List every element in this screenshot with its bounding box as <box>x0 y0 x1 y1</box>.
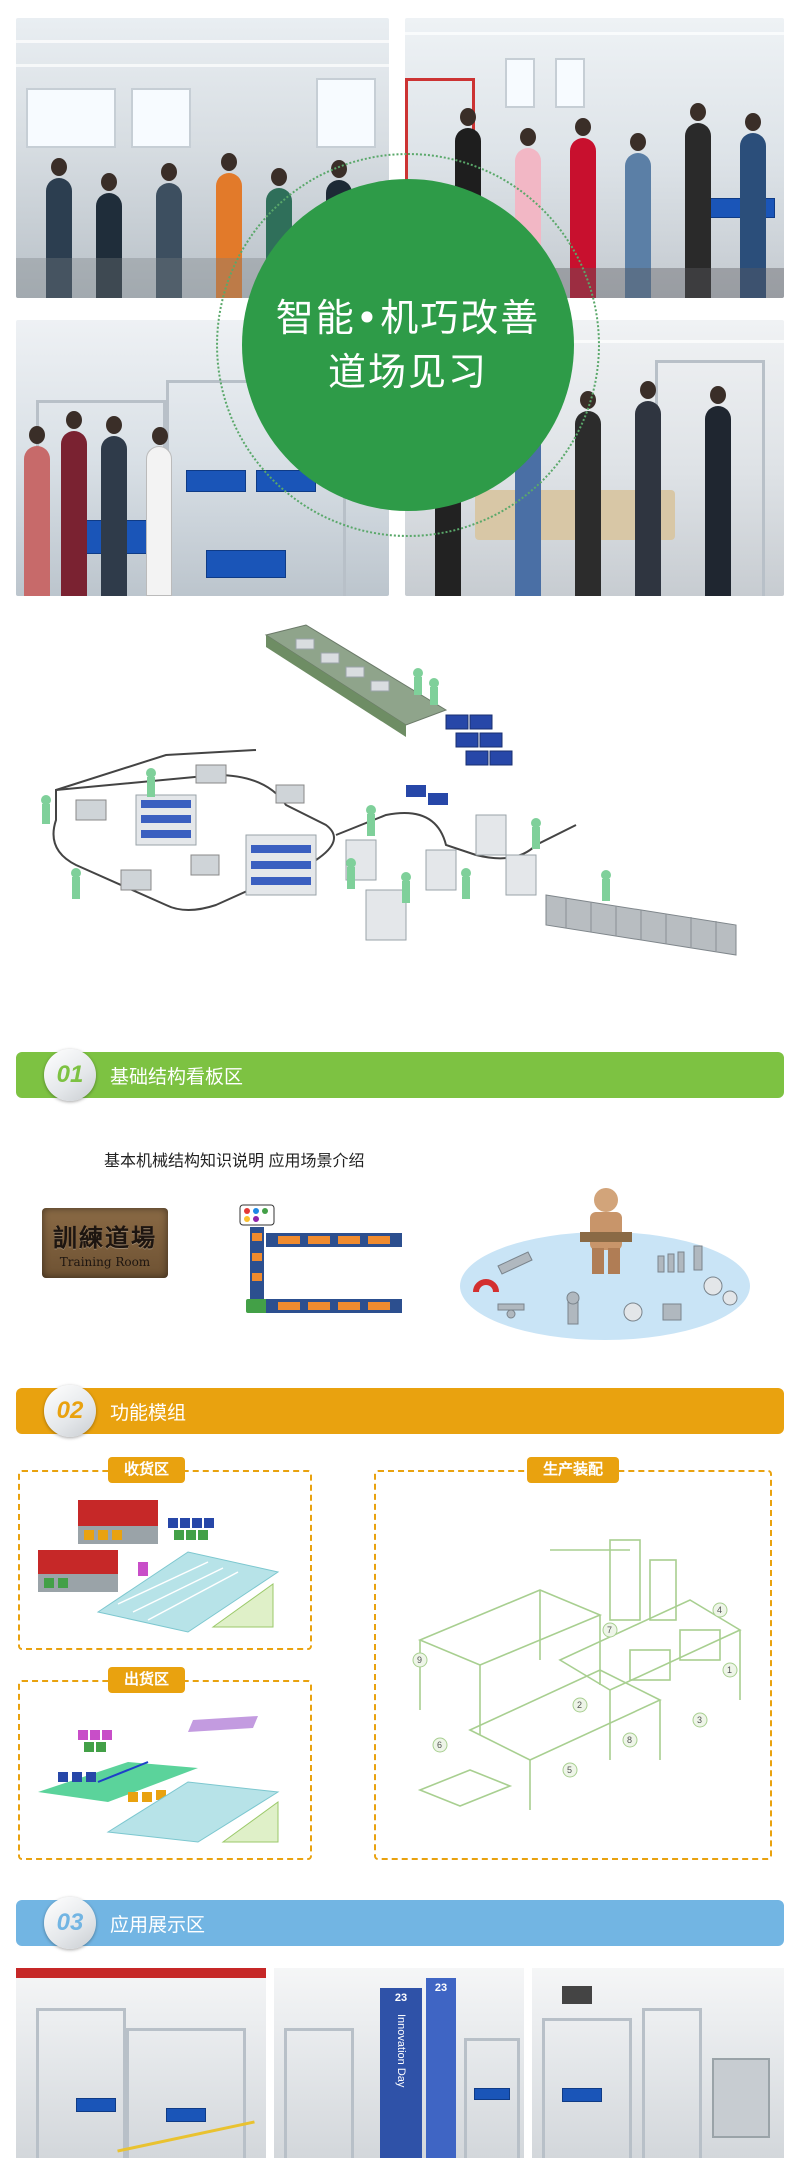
photo-rack-training <box>16 320 389 596</box>
showcase-photo-1 <box>16 1968 266 2158</box>
ship-area-illustration <box>38 1716 280 1843</box>
assembly-line-illustration: 1 2 3 4 5 6 7 8 9 <box>412 1539 742 1810</box>
svg-text:3: 3 <box>697 1715 702 1725</box>
mechanism-structure-diagram <box>239 1204 402 1313</box>
svg-text:9: 9 <box>417 1655 422 1665</box>
showcase-photo-3 <box>532 1968 784 2158</box>
svg-text:2: 2 <box>577 1700 582 1710</box>
hero-circle-ring <box>216 153 600 537</box>
delivery-truck-2 <box>38 1550 118 1592</box>
innovation-pillar-2: 23 <box>426 1978 456 2158</box>
svg-text:4: 4 <box>717 1605 722 1615</box>
right-assembly-cell <box>335 785 737 956</box>
mechanism-parts <box>497 1245 738 1325</box>
innovation-pillar-1: 23 Innovation Day <box>380 1988 422 2158</box>
sign-chinese-text: 訓練道場 <box>53 1222 157 1252</box>
receive-area-tag: 收货区 <box>108 1457 186 1483</box>
hero-title-line2: 道场见习 <box>327 350 488 394</box>
robot-mechanism-oval <box>460 1188 750 1340</box>
section-title: 基础结构看板区 <box>110 1066 244 1088</box>
hero-title-line1: 智能•机巧改善 <box>275 296 541 340</box>
svg-text:5: 5 <box>567 1765 572 1775</box>
svg-text:8: 8 <box>627 1735 632 1745</box>
factory-isometric-illustration <box>41 624 737 956</box>
assembly-callouts: 1 2 3 4 5 6 7 8 9 <box>412 1602 738 1778</box>
ship-area-tag: 出货区 <box>108 1667 186 1693</box>
section-number-badge: 02 <box>44 1385 96 1437</box>
svg-text:6: 6 <box>437 1740 442 1750</box>
training-room-sign: 訓練道場 Training Room <box>42 1208 168 1278</box>
svg-text:1: 1 <box>727 1665 732 1675</box>
magnet-icon <box>473 1279 499 1293</box>
section-title: 应用展示区 <box>110 1914 206 1936</box>
svg-text:7: 7 <box>607 1625 612 1635</box>
sign-english-text: Training Room <box>59 1254 151 1269</box>
receive-area-illustration <box>38 1500 280 1633</box>
section-title: 功能模组 <box>110 1402 187 1424</box>
assembly-area-tag: 生产装配 <box>527 1457 620 1483</box>
showcase-photo-2: 23 Innovation Day 23 <box>274 1968 524 2158</box>
hero-circle: 智能•机巧改善 道场见习 <box>242 179 574 511</box>
top-conveyor-line <box>264 624 513 766</box>
section1-description: 基本机械结构知识说明 应用场景介绍 <box>104 1153 365 1170</box>
humanoid-robot-figure <box>580 1188 632 1274</box>
assembly-frame-lines <box>417 1539 742 1810</box>
section-bar-03: 03 应用展示区 <box>16 1897 784 1949</box>
section-number-badge: 01 <box>44 1049 96 1101</box>
section-bar-01: 01 基础结构看板区 <box>16 1049 784 1101</box>
photo-collage: 智能•机巧改善 道场见习 <box>16 18 784 596</box>
delivery-truck-1 <box>78 1500 158 1544</box>
section-number-badge: 03 <box>44 1897 96 1949</box>
section-bar-02: 02 功能模组 <box>16 1385 784 1437</box>
left-loop-racks <box>41 764 317 899</box>
